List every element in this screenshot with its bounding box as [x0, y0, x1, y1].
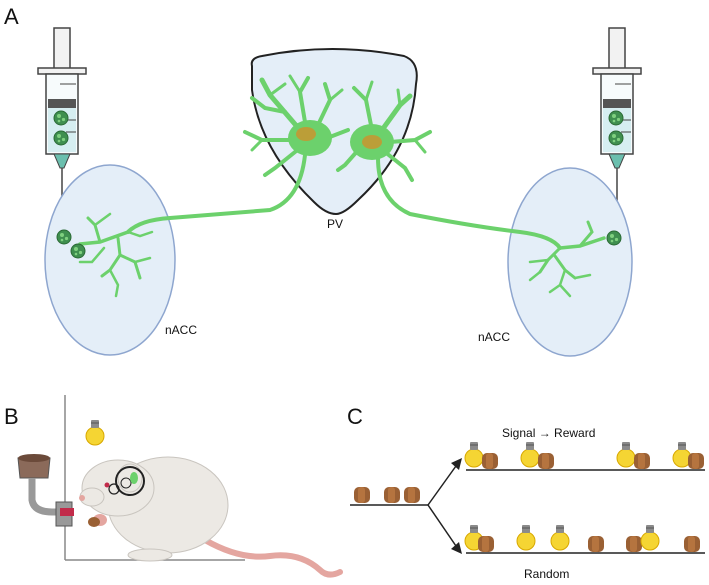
food-pellet-icon: [384, 487, 400, 503]
branch-arrow-up: [427, 465, 457, 506]
light-bulb-icon: [85, 419, 105, 446]
nacc-region-left: [44, 164, 176, 356]
light-bulb-icon: [640, 524, 660, 551]
light-bulb-icon: [616, 441, 636, 468]
virus-particle-icon: [56, 229, 72, 245]
food-pellet-icon: [684, 536, 700, 552]
light-bulb-icon: [520, 441, 540, 468]
food-pellet-icon: [404, 487, 420, 503]
pv-label: PV: [327, 217, 343, 231]
virus-particle-icon: [608, 110, 624, 126]
nacc-region-right: [507, 167, 633, 357]
light-bulb-icon: [464, 441, 484, 468]
pv-region: [250, 48, 418, 216]
implant-zoom: [115, 466, 145, 496]
food-pellet-icon: [688, 453, 704, 469]
virus-particle-icon: [53, 130, 69, 146]
food-pellet-icon: [588, 536, 604, 552]
food-pellet-icon: [354, 487, 370, 503]
nacc-label-left: nACC: [165, 323, 197, 337]
random-label: Random: [524, 567, 569, 581]
syringe-icon: [592, 27, 642, 232]
virus-particle-icon: [606, 230, 622, 246]
food-pellet-icon: [482, 453, 498, 469]
virus-particle-icon: [70, 243, 86, 259]
syringe-icon: [37, 27, 87, 228]
nacc-label-right: nACC: [478, 330, 510, 344]
food-pellet-icon: [88, 517, 100, 527]
virus-particle-icon: [53, 110, 69, 126]
nucleus-left: [296, 127, 316, 141]
virus-particle-icon: [608, 130, 624, 146]
food-pellet-icon: [538, 453, 554, 469]
feeder-icon: [17, 454, 60, 516]
panel-b-letter: B: [4, 404, 19, 429]
food-pellet-icon: [634, 453, 650, 469]
light-bulb-icon: [550, 524, 570, 551]
light-bulb-icon: [516, 524, 536, 551]
food-pellet-icon: [626, 536, 642, 552]
nucleus-right: [362, 135, 382, 149]
panel-a-letter: A: [4, 4, 19, 29]
lever-icon: [55, 501, 74, 527]
signal-reward-label: Signal → Reward: [502, 426, 595, 440]
panel-c-letter: C: [347, 404, 363, 429]
food-pellet-icon: [478, 536, 494, 552]
branch-arrow-down: [427, 504, 457, 547]
